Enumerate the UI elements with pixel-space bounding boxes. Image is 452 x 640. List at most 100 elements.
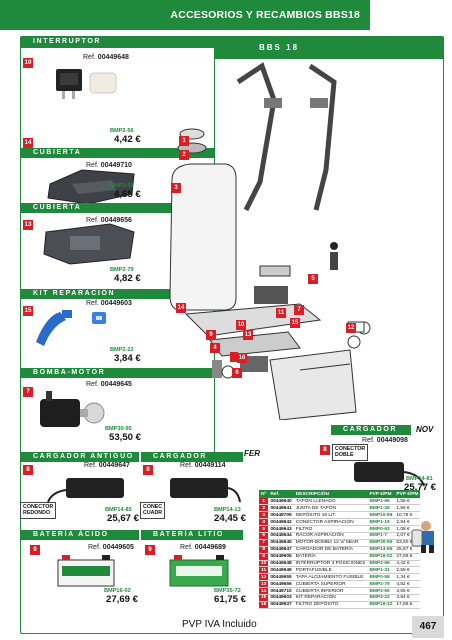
section-title-cubierta: CUBIERTA — [21, 203, 214, 213]
ref-line: Ref. 00449603 — [86, 300, 132, 307]
callout: 15 — [290, 318, 300, 328]
footer-note: PVP IVA Incluido — [182, 619, 257, 630]
table-cell: 2,07 € — [394, 532, 421, 540]
table-cell: 3 — [259, 511, 269, 520]
item-number: 9 — [30, 545, 40, 555]
section-title-cargador-nuevo: CARGADOR — [331, 425, 411, 435]
new-tag: NOV — [416, 425, 434, 434]
table-cell: BMP1-28 — [367, 504, 395, 513]
table-cell: JUNTA DE TAPÓN — [293, 504, 368, 513]
table-cell: 4,42 € — [394, 560, 421, 568]
ref-line: Ref. 00449098 — [362, 437, 408, 444]
item-number: 8 — [320, 445, 330, 455]
item-number: 14 — [23, 138, 33, 148]
diagram-title: BBS 18 — [259, 43, 300, 52]
item-number: 10 — [23, 58, 33, 68]
callout: 3 — [171, 183, 181, 193]
section-title-bateria-litio: BATERÍA LITIO — [141, 530, 243, 540]
table-cell: BMP2-22 — [367, 594, 395, 602]
price: 27,69 € — [106, 594, 139, 605]
table-cell: 00449640 — [268, 498, 294, 506]
table-cell: 17,86 € — [394, 601, 421, 609]
section-title-cubierta: CUBIERTA — [21, 148, 214, 158]
product-code: BMP2-22 — [110, 347, 134, 353]
table-cell: BMP0-58 — [367, 573, 395, 582]
table-cell: 00449649 — [268, 566, 294, 575]
table-cell: 9 — [259, 553, 269, 561]
callout: 5 — [308, 274, 318, 284]
product-code: BMP14-13 — [214, 507, 241, 513]
callout: 11 — [276, 308, 286, 318]
table-cell: 00449645 — [268, 539, 294, 547]
charger-image — [354, 462, 425, 487]
diagram-title-bar: BBS 18 — [215, 37, 444, 59]
price: 53,50 € — [109, 432, 142, 443]
table-cell: BMP30-95 — [367, 539, 395, 547]
table-cell: 53,50 € — [394, 539, 421, 547]
cover-image — [43, 223, 135, 265]
table-cell: 6 — [259, 532, 269, 540]
table-cell: 00449647 — [268, 546, 294, 554]
table-cell: BATERÍA — [293, 553, 368, 561]
table-cell: 00449655 — [268, 573, 294, 582]
table-cell: CUBIERTA SUPERIOR — [293, 580, 368, 589]
table-cell: BMP16-32 — [367, 601, 395, 609]
page-number: 467 — [412, 616, 444, 638]
callout: 2 — [179, 150, 189, 160]
section-title-cargador: CARGADOR — [141, 452, 243, 462]
callout: 14 — [176, 303, 186, 313]
item-number: 13 — [23, 220, 33, 230]
ref-line: Ref. 00449648 — [83, 54, 129, 61]
price: 4,65 € — [114, 189, 141, 200]
item-number: 8 — [143, 465, 153, 475]
table-cell: 2,84 € — [394, 518, 421, 527]
table-cell: 13 — [259, 580, 269, 589]
callout: 4 — [210, 343, 220, 353]
table-cell: 15 — [259, 594, 269, 602]
table-cell: BMP1-19 — [367, 518, 395, 527]
parts-table-header: Ref. — [268, 490, 294, 498]
product-code: BMP35-72 — [214, 588, 241, 594]
table-cell: MOTOR-BOMBA 12 V/ 5BAR — [293, 539, 368, 547]
charger-image — [170, 478, 241, 503]
table-cell: PORTAFUSIBLE — [293, 566, 368, 575]
table-cell: BMP1-66 — [367, 498, 395, 506]
table-cell: 00449643 — [268, 525, 294, 533]
table-cell: 1,55 € — [394, 504, 421, 513]
parts-table-header: DESCRIPCIÓN — [293, 490, 368, 498]
table-cell: 10,78 € — [394, 511, 421, 520]
page-title: ACCESORIOS Y RECAMBIOS BBS18 — [170, 9, 360, 21]
table-cell: BMP10-88 — [367, 511, 395, 520]
connector-label: CONECTOR REDONDO — [20, 502, 57, 519]
brand-label: FER — [244, 449, 260, 458]
callout: 16 — [237, 353, 247, 363]
table-cell: TAPA ALOJAMIENTO FUSIBLE — [293, 573, 368, 582]
section-title-bateria-acido: BATERÍA ÁCIDO — [21, 530, 139, 540]
switch-image — [56, 69, 117, 99]
table-cell: 2 — [259, 504, 269, 513]
table-cell: 00449709 — [268, 511, 294, 520]
table-cell: 00449648 — [268, 560, 294, 568]
table-cell: TAPÓN LLENADO — [293, 498, 368, 506]
item-number: 15 — [23, 306, 33, 316]
parts-table-header: Nº — [259, 490, 269, 498]
price: 24,45 € — [214, 513, 247, 524]
ref-line: Ref. 00449605 — [88, 544, 134, 551]
table-cell: CUBIERTA INFERIOR — [293, 587, 368, 595]
product-code: BMP14-85 — [105, 507, 132, 513]
table-cell: 14 — [259, 587, 269, 595]
product-code: BMP2-79 — [110, 267, 134, 273]
callout: 9 — [206, 330, 216, 340]
parts-table-header: PVP €/PM — [394, 490, 421, 498]
